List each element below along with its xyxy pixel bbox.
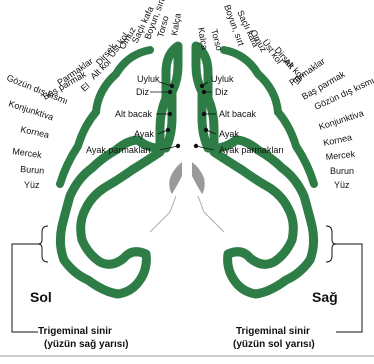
right-side-label: Sağ: [312, 289, 338, 305]
left-label-kornea: Kornea: [20, 124, 50, 140]
left-bracket: [12, 244, 38, 332]
right-label-konjunktiva: Konjunktiva: [318, 108, 365, 132]
right-bracket: [336, 244, 362, 332]
left-nerve-subtitle: (yüzün sağ yarısı): [44, 339, 128, 350]
right-ventricle: [192, 162, 205, 194]
right-label-torso: Torso: [209, 28, 224, 52]
right-label-mercek: Mercek: [325, 149, 356, 162]
left-nerve-title: Trigeminal sinir: [38, 326, 112, 337]
left-label-konjunktiva: Konjunktiva: [7, 98, 54, 122]
left-side-label: Sol: [30, 289, 52, 305]
left-label-kalca: Kalça: [169, 12, 183, 36]
right-label-ayak-parmaklari: Ayak parmakları: [219, 145, 284, 155]
left-brace: [38, 226, 48, 262]
right-label-uyluk: Uyluk: [211, 74, 234, 84]
right-nerve-subtitle: (yüzün sol yarısı): [233, 339, 315, 350]
left-label-ayak-parmaklari: Ayak parmakları: [86, 145, 151, 155]
left-label-alt-bacak: Alt bacak: [115, 109, 153, 119]
right-brace: [326, 226, 336, 262]
right-label-kornea: Kornea: [322, 132, 352, 148]
left-label-yuz: Yüz: [24, 180, 40, 190]
left-ventricle: [169, 162, 182, 194]
right-label-diz: Diz: [215, 87, 228, 97]
brainstem-outline: [150, 196, 224, 232]
left-label-burun: Burun: [20, 164, 45, 176]
right-label-burun: Burun: [330, 166, 354, 176]
right-label-yuz: Yüz: [334, 180, 350, 190]
right-label-ayak: Ayak: [219, 129, 239, 139]
right-label-alt-bacak: Alt bacak: [219, 109, 257, 119]
left-label-diz: Diz: [136, 87, 149, 97]
left-label-mercek: Mercek: [12, 146, 43, 160]
left-label-ayak: Ayak: [134, 129, 154, 139]
left-label-uyluk: Uyluk: [137, 74, 160, 84]
left-label-el: El: [79, 81, 92, 94]
right-nerve-title: Trigeminal sinir: [236, 326, 310, 337]
